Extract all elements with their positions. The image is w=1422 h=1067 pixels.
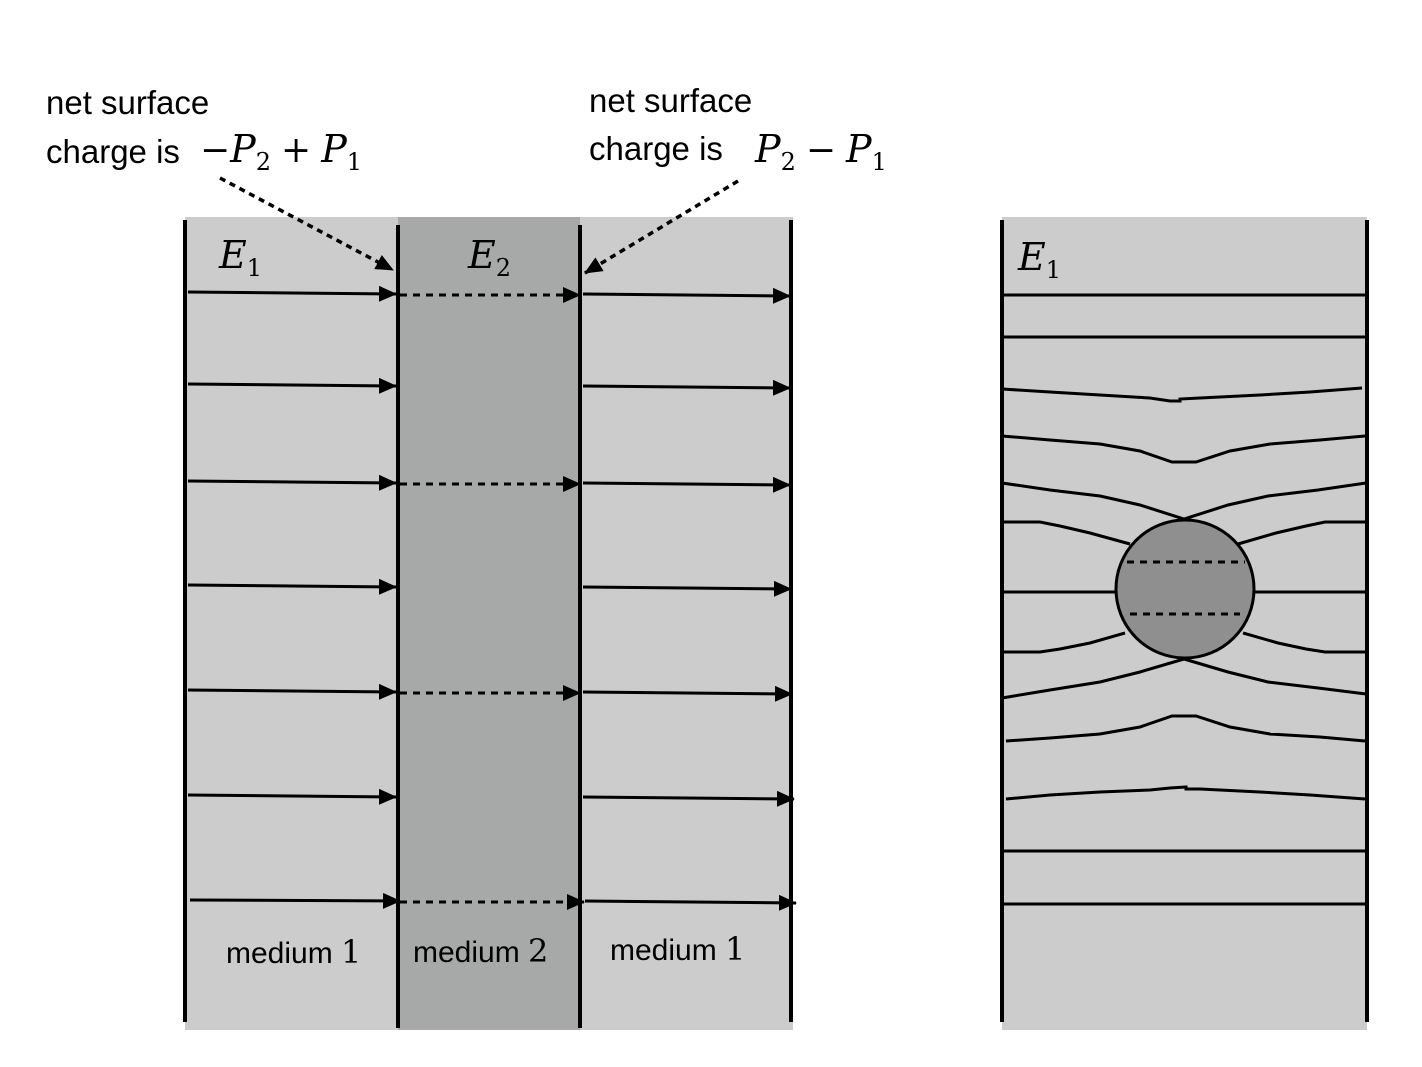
left-charge-formula: −P2+P1 — [200, 127, 362, 176]
field-arrow — [187, 377, 397, 394]
field-arrow — [582, 790, 795, 807]
field-arrow — [582, 685, 793, 702]
field-arrow — [187, 788, 397, 805]
field-label-e1: E1 — [218, 233, 262, 282]
field-line — [1005, 785, 1366, 801]
right-charge-formula: P2−P1 — [754, 127, 887, 176]
right-panel: E1 — [1000, 217, 1369, 1030]
medium-label-2: medium 2 — [413, 932, 548, 970]
right-charge-pointer — [584, 179, 739, 275]
left-annotation: net surface charge is −P2+P1 — [46, 84, 362, 176]
field-label-e1-right: E1 — [1017, 235, 1061, 284]
medium-label-1-right: medium 1 — [610, 930, 745, 968]
field-line — [1002, 520, 1131, 546]
field-arrow — [187, 285, 397, 302]
field-arrow — [189, 892, 401, 909]
field-lines-medium-1-left — [187, 285, 401, 909]
field-arrow — [187, 683, 397, 700]
medium-2-region — [398, 217, 580, 1030]
field-lines-medium-1-right — [582, 287, 797, 911]
field-arrow — [582, 476, 791, 493]
left-panel: E1 E2 medium 1 medium 2 medium 1 — [183, 176, 797, 1030]
medium-1-left-region — [185, 217, 398, 1030]
field-lines-medium-2 — [400, 287, 585, 910]
field-line — [1237, 520, 1365, 546]
field-line — [1005, 714, 1366, 743]
field-arrow — [584, 894, 797, 911]
field-line — [1002, 631, 1126, 654]
left-annotation-line-2: charge is — [46, 133, 180, 170]
left-annotation-line-1: net surface — [46, 84, 209, 121]
field-line — [1001, 386, 1363, 403]
field-arrow — [582, 287, 791, 304]
dielectric-sphere — [1114, 518, 1256, 660]
medium-label-1-left: medium 1 — [226, 933, 361, 971]
field-label-e2: E2 — [467, 233, 511, 282]
internal-field-lines — [1127, 560, 1245, 616]
field-arrow — [187, 474, 397, 491]
field-arrow — [187, 578, 397, 595]
right-annotation: net surface charge is P2−P1 — [589, 82, 887, 176]
field-arrow — [582, 379, 791, 396]
field-line — [1001, 434, 1366, 464]
right-annotation-line-2: charge is — [589, 130, 723, 167]
field-arrow — [582, 580, 792, 597]
field-line — [1242, 631, 1365, 654]
right-annotation-line-1: net surface — [589, 82, 752, 119]
medium-1-right-region — [580, 217, 793, 1030]
